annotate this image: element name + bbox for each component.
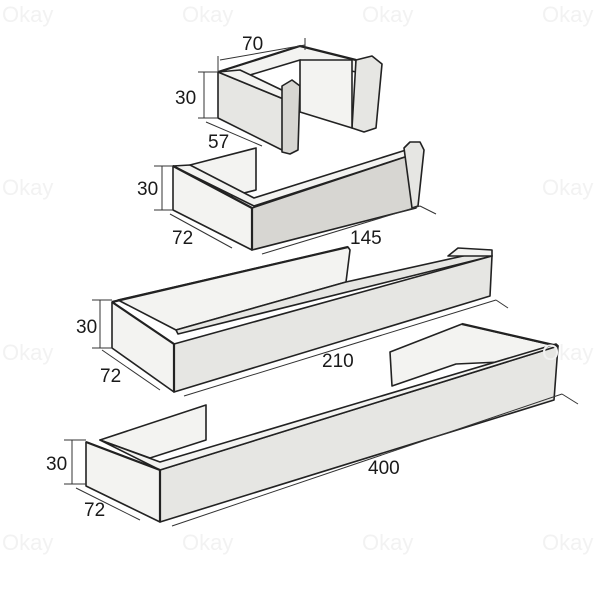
robe-hook-dimensions: 70 30 57: [175, 34, 306, 153]
watermark-text: Okay: [2, 2, 53, 27]
watermark-text: Okay: [542, 2, 593, 27]
robe-hook-width-label: 70: [242, 34, 263, 55]
paper-holder-depth-label: 72: [172, 228, 193, 249]
watermark-text: Okay: [542, 340, 593, 365]
watermark-text: Okay: [362, 530, 413, 555]
paper-holder-drawing: [172, 141, 425, 251]
paper-holder-height-label: 30: [137, 179, 158, 200]
robe-hook-drawing: [217, 44, 383, 155]
towel-bar-short-length-label: 210: [322, 351, 354, 372]
watermark-text: Okay: [182, 530, 233, 555]
towel-bar-long-drawing: [85, 322, 559, 523]
towel-bar-short-drawing: [111, 245, 493, 393]
watermark-layer: Okay Okay Okay Okay Okay Okay Okay Okay …: [2, 2, 593, 555]
towel-bar-long-height-label: 30: [46, 454, 67, 475]
watermark-text: Okay: [182, 2, 233, 27]
watermark-text: Okay: [542, 530, 593, 555]
robe-hook-height-label: 30: [175, 88, 196, 109]
towel-bar-short-depth-label: 72: [100, 366, 121, 387]
watermark-text: Okay: [542, 175, 593, 200]
paper-holder-length-label: 145: [350, 228, 382, 249]
towel-bar-short-height-label: 30: [76, 317, 97, 338]
towel-bar-long-depth-label: 72: [84, 500, 105, 521]
watermark-text: Okay: [2, 530, 53, 555]
towel-bar-long-dimensions: 30 72 400: [46, 393, 579, 527]
watermark-text: Okay: [2, 340, 53, 365]
paper-holder-dimensions: 30 72 145: [137, 165, 437, 255]
towel-bar-long-length-label: 400: [368, 458, 400, 479]
watermark-text: Okay: [362, 2, 413, 27]
watermark-text: Okay: [2, 175, 53, 200]
towel-bar-short-dimensions: 30 72 210: [76, 299, 509, 397]
robe-hook-depth-label: 57: [208, 132, 229, 153]
